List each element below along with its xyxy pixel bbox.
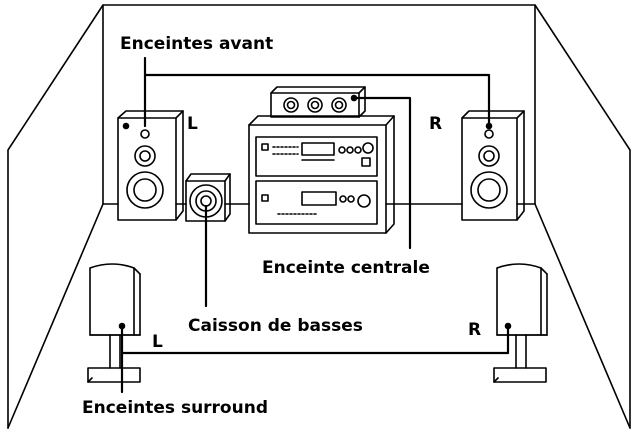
front-speaker-cable [143, 56, 491, 128]
front-right-speaker [461, 110, 525, 221]
surround-speakers-label: Enceintes surround [82, 398, 268, 418]
surround-left-speaker [87, 263, 141, 383]
center-speaker-label: Enceinte centrale [262, 258, 430, 278]
surround-left-label: L [152, 332, 163, 352]
subwoofer-label: Caisson de basses [188, 316, 363, 336]
center-speaker [270, 86, 366, 118]
room-walls [7, 4, 631, 429]
surround-right-speaker [493, 263, 548, 383]
front-speakers-label: Enceintes avant [120, 34, 274, 54]
front-left-speaker [117, 110, 184, 221]
front-right-label: R [429, 114, 443, 134]
surround-right-label: R [468, 320, 482, 340]
surround-speaker-cable [120, 324, 510, 394]
center-speaker-cable [352, 96, 412, 250]
subwoofer [185, 173, 231, 222]
front-left-label: L [187, 114, 198, 134]
av-receiver-rack [248, 115, 395, 234]
